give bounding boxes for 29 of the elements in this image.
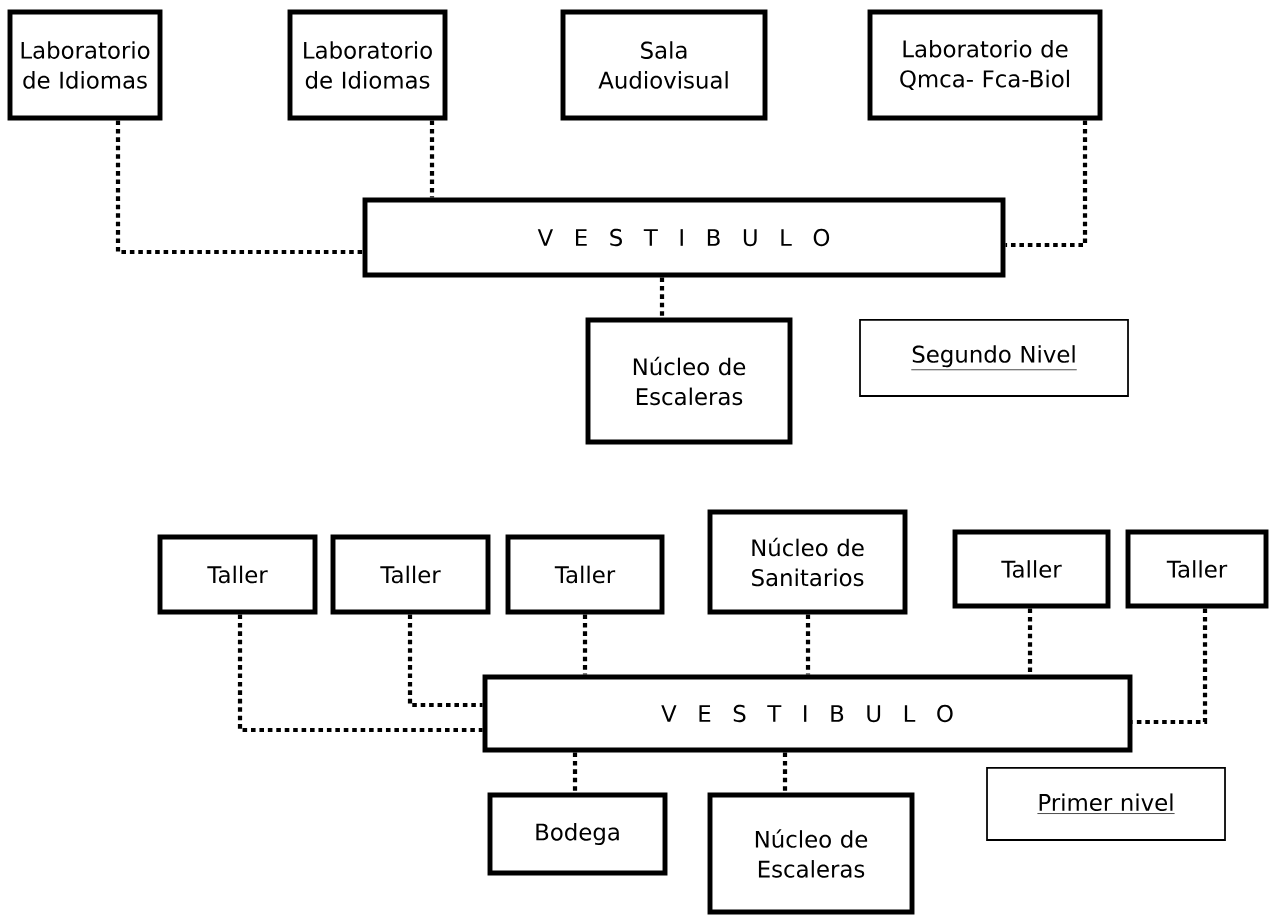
room-box: Taller (952, 529, 1111, 609)
room-box: Taller (505, 534, 665, 615)
dotted-connector (429, 120, 435, 198)
room-box: Núcleo de Escaleras (585, 317, 793, 445)
hall-band: V E S T I B U L O (482, 674, 1133, 753)
dotted-connector (805, 614, 811, 675)
level-label: Segundo Nivel (859, 319, 1129, 397)
dotted-connector (1005, 120, 1088, 248)
dotted-connector (237, 614, 483, 733)
dotted-connector (1132, 608, 1208, 725)
dotted-connector (782, 752, 788, 793)
dotted-connector (407, 614, 483, 708)
room-box: Laboratorio de Idiomas (287, 9, 448, 121)
room-box: Núcleo de Sanitarios (707, 509, 908, 615)
dotted-connector (572, 752, 578, 793)
dotted-connector (1027, 608, 1033, 675)
room-box: Núcleo de Escaleras (707, 792, 915, 915)
dotted-connector (115, 120, 363, 255)
room-box: Taller (157, 534, 318, 615)
dotted-connector (582, 614, 588, 675)
room-box: Laboratorio de Qmca- Fca-Biol (867, 9, 1103, 121)
room-box: Taller (330, 534, 491, 615)
hall-band: V E S T I B U L O (362, 197, 1006, 278)
room-box: Bodega (487, 792, 668, 876)
level-label: Primer nivel (986, 767, 1226, 841)
room-box: Laboratorio de Idiomas (7, 9, 163, 121)
room-box: Taller (1125, 529, 1269, 609)
room-box: Sala Audiovisual (560, 9, 768, 121)
dotted-connector (659, 277, 665, 318)
